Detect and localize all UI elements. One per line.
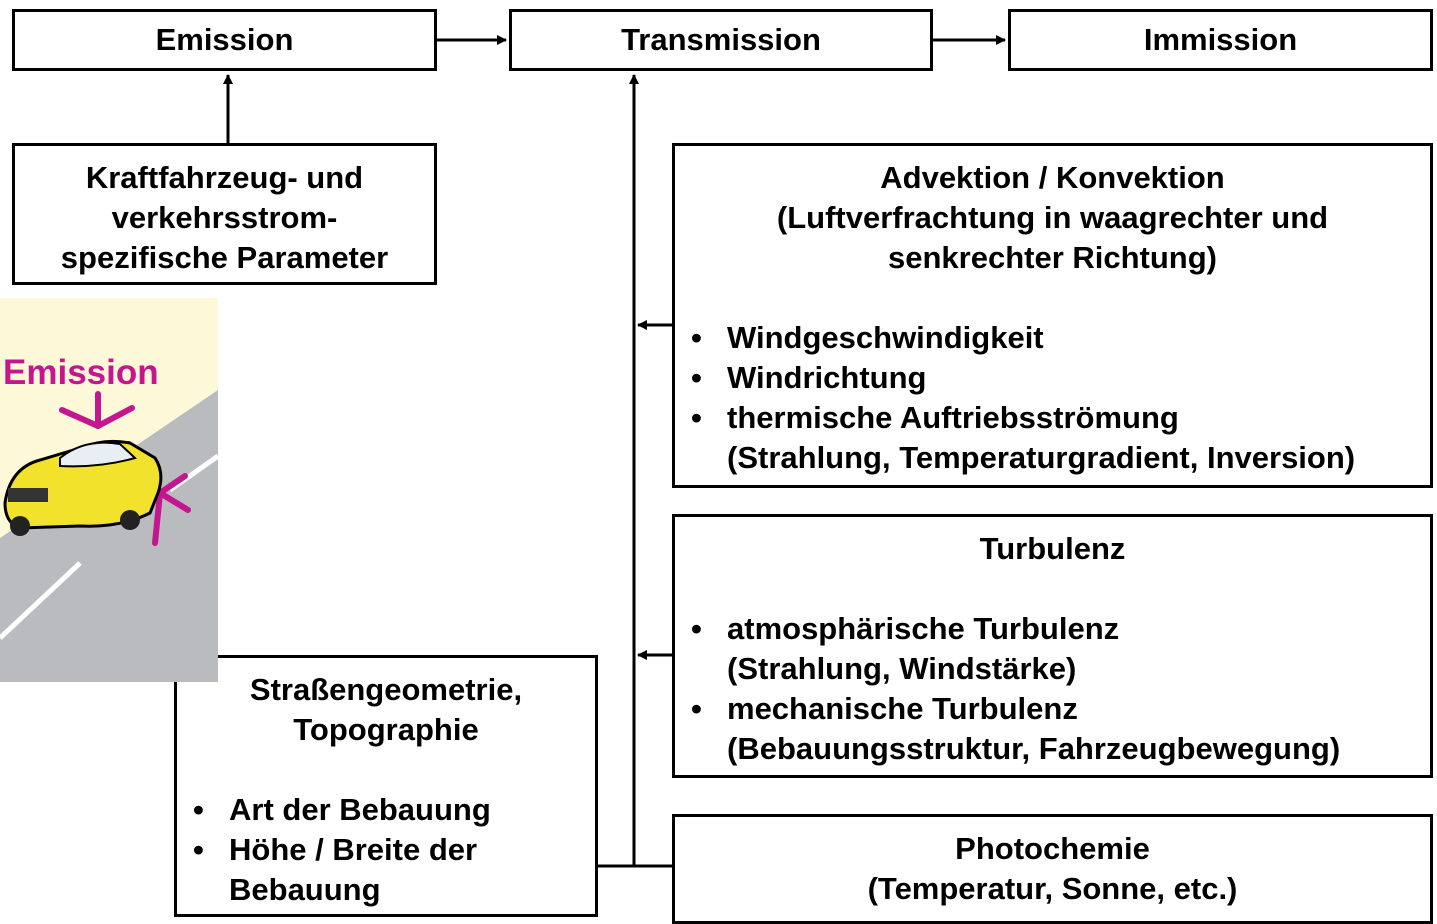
emission-arrows-icon — [59, 391, 191, 546]
advection-list: • Windgeschwindigkeit • Windrichtung • t… — [675, 318, 1430, 478]
list-item-text: Windgeschwindigkeit — [727, 320, 1044, 355]
list-item-text: mechanische Turbulenz — [727, 691, 1078, 726]
photochem-subtitle: (Temperatur, Sonne, etc.) — [867, 871, 1238, 906]
transmission-label: Transmission — [621, 22, 821, 57]
list-item: • Windrichtung — [675, 358, 1430, 398]
vehicle-param-line-3: spezifische Parameter — [60, 240, 389, 275]
turbulence-list: • atmosphärische Turbulenz (Strahlung, W… — [675, 609, 1430, 769]
list-item: • Windgeschwindigkeit — [675, 318, 1430, 358]
bullet: • — [691, 400, 702, 435]
bullet: • — [691, 691, 702, 726]
car-icon — [3, 439, 163, 536]
street-title: Straßengeometrie, — [249, 672, 523, 707]
bullet: • — [691, 611, 702, 646]
advection-subtitle-1: (Luftverfrachtung in waagrechter und — [776, 200, 1329, 235]
advection-subtitle-2: senkrechter Richtung) — [887, 240, 1217, 275]
street-subtitle: Topographie — [293, 712, 479, 747]
photochemistry-box: Photochemie (Temperatur, Sonne, etc.) — [672, 814, 1433, 924]
illustration-label: Emission — [3, 353, 159, 392]
list-item-subtext: (Strahlung, Windstärke) — [727, 651, 1077, 686]
immission-label: Immission — [1143, 22, 1298, 57]
street-list: • Art der Bebauung • Höhe / Breite der B… — [177, 790, 595, 910]
list-item: • Art der Bebauung — [177, 790, 595, 830]
list-item-subtext: (Strahlung, Temperaturgradient, Inversio… — [727, 440, 1356, 475]
vehicle-param-line-2: verkehrsstrom- — [111, 200, 338, 235]
photochem-title: Photochemie — [955, 831, 1150, 866]
immission-box: Immission — [1008, 9, 1433, 71]
advection-box: Advektion / Konvektion (Luftverfrachtung… — [672, 143, 1433, 488]
list-item: • thermische Auftriebsströmung (Strahlun… — [675, 398, 1430, 478]
turbulence-box: Turbulenz • atmosphärische Turbulenz (St… — [672, 514, 1433, 778]
emission-label: Emission — [155, 22, 294, 57]
advection-title: Advektion / Konvektion — [880, 160, 1225, 195]
street-geometry-box: Straßengeometrie, Topographie • Art der … — [174, 655, 598, 917]
transmission-box: Transmission — [509, 9, 933, 71]
bullet: • — [691, 320, 702, 355]
list-item: • atmosphärische Turbulenz (Strahlung, W… — [675, 609, 1430, 689]
vehicle-param-line-1: Kraftfahrzeug- und — [85, 160, 364, 195]
turbulence-title: Turbulenz — [979, 531, 1126, 566]
bullet: • — [691, 360, 702, 395]
road-marking — [0, 561, 82, 640]
bullet: • — [193, 832, 204, 867]
list-item-text: atmosphärische Turbulenz — [727, 611, 1120, 646]
emission-box: Emission — [12, 9, 437, 71]
list-item-text: Art der Bebauung — [229, 792, 491, 827]
list-item-text: Höhe / Breite der — [229, 832, 478, 867]
list-item: • Höhe / Breite der Bebauung — [177, 830, 595, 910]
list-item-subtext: (Bebauungsstruktur, Fahrzeugbewegung) — [727, 731, 1341, 766]
list-item-text: thermische Auftriebsströmung — [727, 400, 1179, 435]
emission-illustration: Emission — [0, 298, 218, 682]
list-item-subtext: Bebauung — [229, 872, 381, 907]
list-item: • mechanische Turbulenz (Bebauungsstrukt… — [675, 689, 1430, 769]
list-item-text: Windrichtung — [727, 360, 927, 395]
road — [0, 390, 218, 682]
vehicle-parameters-box: Kraftfahrzeug- und verkehrsstrom- spezif… — [12, 143, 437, 285]
bullet: • — [193, 792, 204, 827]
